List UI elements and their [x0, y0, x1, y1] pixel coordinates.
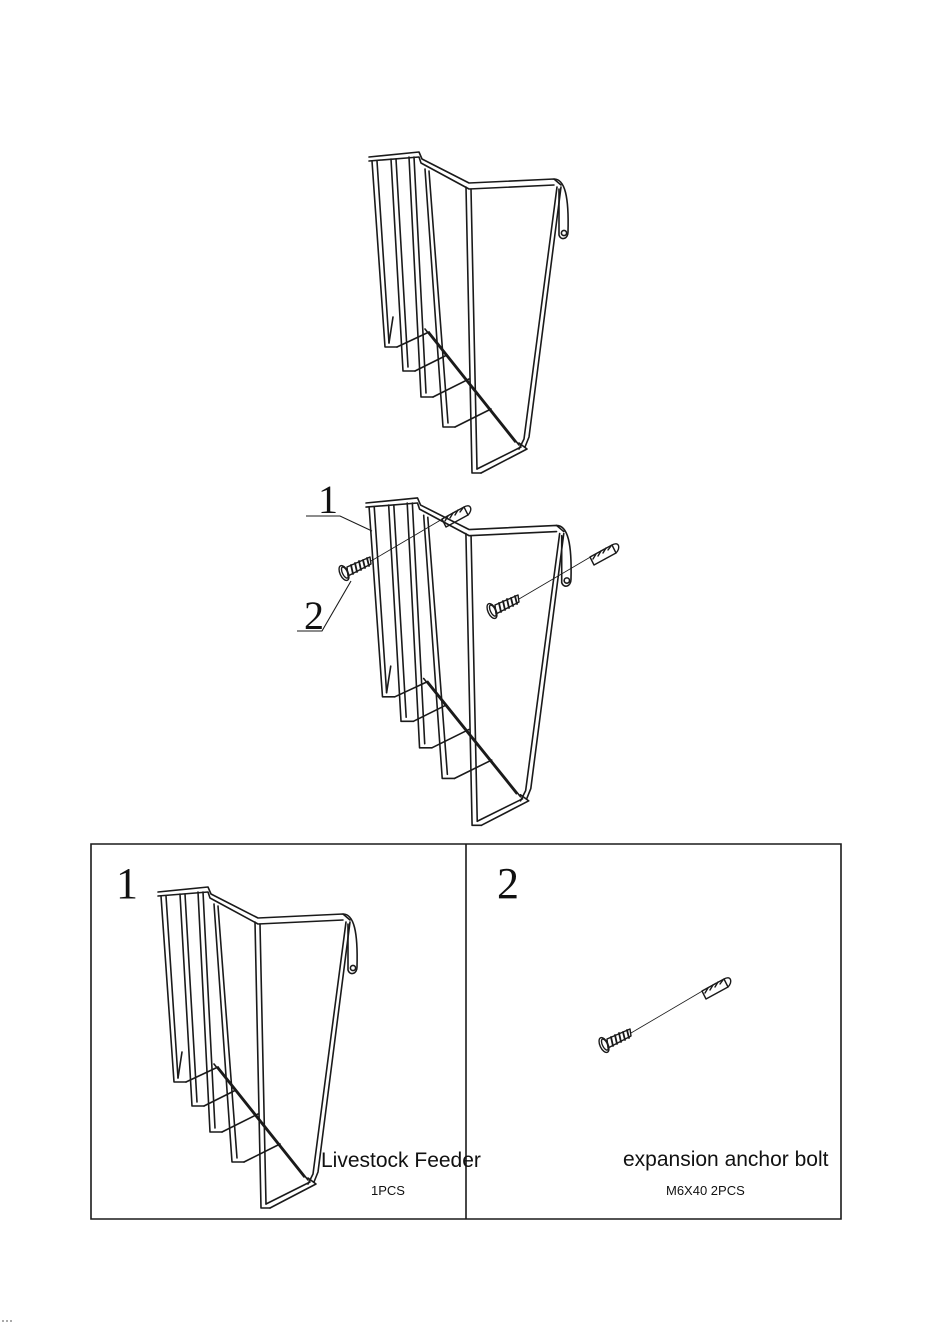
part-quantity-1: 1PCS — [371, 1183, 405, 1198]
part-number-2: 2 — [497, 862, 519, 906]
part-number-1: 1 — [116, 862, 138, 906]
expansion-anchor-bolt-icon — [597, 978, 731, 1054]
part-name-2: expansion anchor bolt — [623, 1148, 828, 1172]
feeder-assembled-illustration — [369, 152, 568, 473]
part-name-1: Livestock Feeder — [321, 1149, 481, 1173]
expansion-anchor-bolt-icon — [337, 506, 619, 620]
part-quantity-2: M6X40 2PCS — [666, 1183, 745, 1198]
callout-label-2: 2 — [304, 596, 324, 636]
callout-leader-1 — [306, 516, 372, 531]
feeder-installation-illustration — [297, 498, 619, 825]
callout-label-1: 1 — [318, 480, 338, 520]
